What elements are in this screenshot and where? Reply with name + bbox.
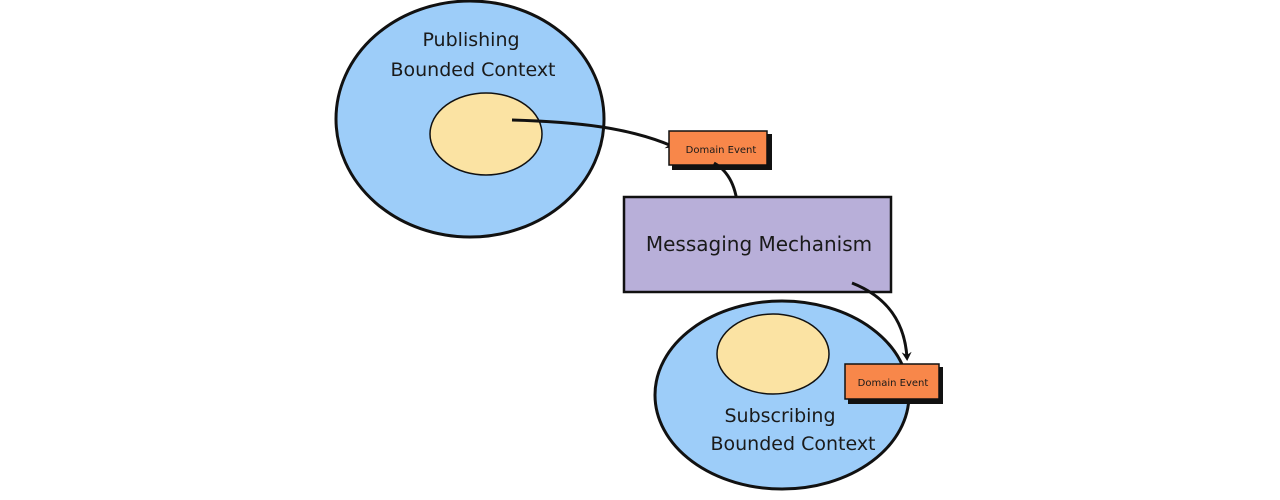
arrow-core-to-event bbox=[511, 118, 675, 149]
publishing-context-label-line1: Publishing bbox=[422, 29, 519, 51]
subscribing-core-domain bbox=[716, 313, 830, 395]
publishing-bounded-context: Publishing Bounded Context bbox=[334, 0, 606, 239]
domain-event-published: Domain Event bbox=[668, 130, 772, 170]
domain-event-published-label: Domain Event bbox=[686, 145, 757, 156]
subscribing-bounded-context: Subscribing Bounded Context bbox=[653, 299, 911, 491]
publishing-context-label-line2: Bounded Context bbox=[390, 59, 555, 81]
arrow-messaging-to-event bbox=[851, 281, 912, 361]
subscribing-context-label-line2: Bounded Context bbox=[710, 433, 875, 455]
domain-event-subscribed-box bbox=[844, 363, 940, 400]
subscribing-context-label-line1: Subscribing bbox=[724, 405, 835, 427]
messaging-mechanism: Messaging Mechanism bbox=[622, 195, 893, 294]
domain-event-subscribed-label: Domain Event bbox=[858, 378, 929, 389]
publishing-core-domain bbox=[429, 92, 543, 176]
domain-event-subscribed: Domain Event bbox=[844, 363, 943, 404]
messaging-mechanism-label: Messaging Mechanism bbox=[646, 232, 872, 256]
messaging-mechanism-box bbox=[622, 195, 893, 294]
